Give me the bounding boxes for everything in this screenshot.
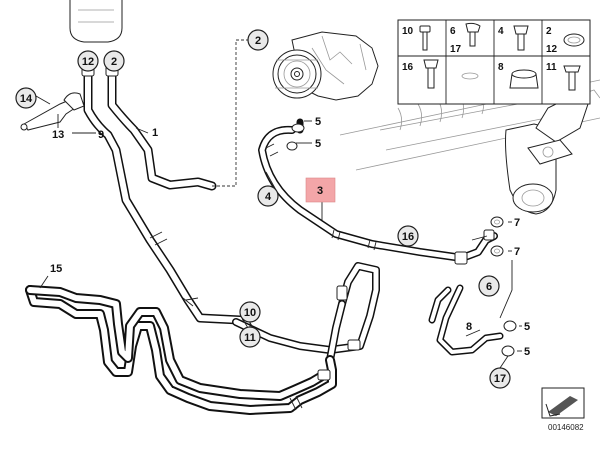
svg-text:3: 3 [317,185,323,197]
kit-cell-10-bolt[interactable]: 10 [402,25,431,51]
kit-cell-16-bolt[interactable]: 16 [402,59,439,89]
svg-text:5: 5 [524,346,530,358]
pressure-hose-16[interactable] [454,229,498,265]
rack-return-line [499,260,513,319]
svg-text:12: 12 [546,44,558,55]
callout-16[interactable]: 16 [397,225,419,247]
label-8[interactable]: 8 [466,321,472,333]
kit-cell-17-label[interactable]: 17 [450,44,462,55]
label-1[interactable]: 1 [152,127,158,139]
arrow-icon [548,396,578,416]
svg-text:1: 1 [152,127,158,139]
return-line-8[interactable] [428,284,517,357]
svg-text:14: 14 [20,93,33,105]
svg-text:6: 6 [450,26,456,37]
callout-3-highlighted[interactable]: 3 [305,177,336,203]
label-7-lower[interactable]: 7 [514,246,520,258]
dashed-leader-hose1-to-pump [212,39,262,187]
svg-text:12: 12 [82,56,94,68]
svg-text:10: 10 [402,26,414,37]
svg-text:5: 5 [315,138,321,150]
svg-text:10: 10 [244,307,256,319]
svg-text:8: 8 [498,62,504,73]
return-line-mid[interactable] [232,262,380,364]
kit-cell-8-nut[interactable]: 8 [498,62,539,89]
reservoir-hose-9[interactable] [83,70,245,325]
svg-text:16: 16 [402,62,414,73]
svg-text:11: 11 [546,62,557,73]
pressure-hose-3[interactable] [258,125,466,262]
label-15[interactable]: 15 [50,263,62,275]
callout-12[interactable]: 12 [77,50,99,72]
callout-2-pump[interactable]: 2 [247,29,269,51]
svg-text:17: 17 [494,373,506,385]
svg-text:4: 4 [498,26,504,37]
reservoir-hose-1[interactable] [107,70,217,191]
svg-text:2: 2 [111,56,117,68]
svg-text:4: 4 [265,191,272,203]
kit-cell-6-bolt[interactable]: 6 [450,22,481,47]
label-5-rack-upper[interactable]: 5 [524,321,530,333]
callout-11[interactable]: 11 [239,326,261,348]
rack-seal-rings[interactable] [490,216,504,257]
svg-text:15: 15 [50,263,62,275]
svg-text:5: 5 [524,321,530,333]
label-7-upper[interactable]: 7 [514,217,520,229]
kit-cell-4-bolt[interactable]: 4 [498,25,529,51]
label-5-rack-lower[interactable]: 5 [524,346,530,358]
svg-text:17: 17 [450,44,462,55]
power-steering-pump[interactable] [272,31,379,101]
kit-cell-11-screw[interactable]: 11 [546,62,581,91]
reference-code: 00146082 [548,423,584,432]
pump-seal-rings[interactable] [286,123,305,151]
svg-text:16: 16 [402,231,414,243]
svg-text:13: 13 [52,129,64,141]
parts-kit-panel [397,19,591,105]
callout-4[interactable]: 4 [257,185,279,207]
callout-2-reservoir[interactable]: 2 [103,50,125,72]
callout-6[interactable]: 6 [478,275,500,297]
kit-cell-8-top-washer [461,72,479,80]
label-5-pump-upper[interactable]: 5 [315,116,321,128]
svg-text:7: 7 [514,246,520,258]
svg-text:9: 9 [98,129,104,141]
kit-cell-2-clamp[interactable]: 2 [546,26,585,47]
reference-icon-box [541,387,585,419]
svg-text:5: 5 [315,116,321,128]
callout-leaders [35,66,522,369]
svg-text:2: 2 [546,26,552,37]
label-9[interactable]: 9 [98,129,104,141]
bracket-13[interactable] [20,92,85,131]
cooling-loop-15[interactable] [25,285,337,415]
callout-10[interactable]: 10 [239,301,261,323]
callout-14[interactable]: 14 [15,87,37,109]
svg-text:7: 7 [514,217,520,229]
kit-cell-12-label[interactable]: 12 [546,44,558,55]
svg-text:8: 8 [466,321,472,333]
svg-text:2: 2 [255,35,261,47]
label-5-pump-lower[interactable]: 5 [315,138,321,150]
svg-text:11: 11 [244,332,256,344]
callout-17[interactable]: 17 [489,367,511,389]
label-13[interactable]: 13 [52,129,64,141]
fluid-reservoir [69,0,123,43]
hose-clamp-rings [149,231,199,307]
svg-text:6: 6 [486,281,492,293]
steering-rack[interactable] [339,79,600,215]
